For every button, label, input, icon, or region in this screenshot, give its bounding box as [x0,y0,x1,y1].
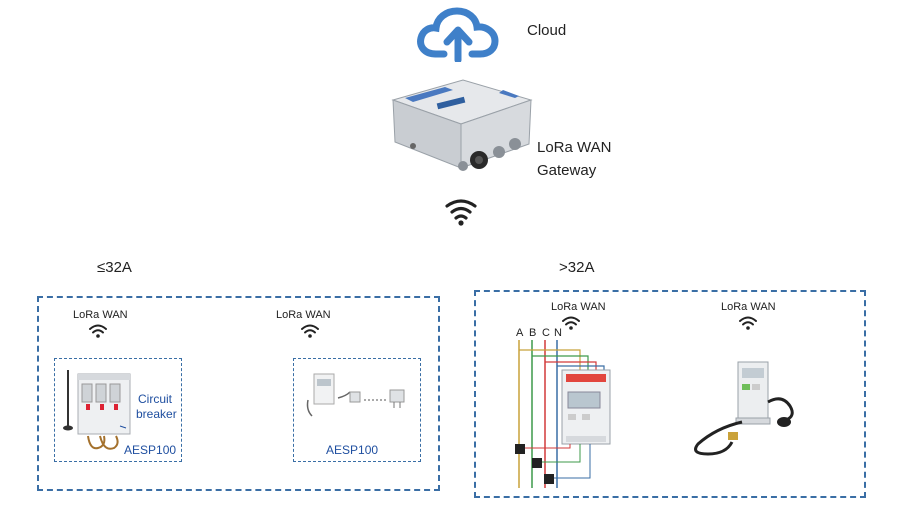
phase-label-a: A [516,327,524,339]
gateway-label-line2: Gateway [537,162,597,179]
right-device-model: AESP100 [326,443,379,457]
phase-label-b: B [529,327,537,339]
left-group-title: ≤32A [97,259,132,276]
wifi-icon [561,315,581,331]
din-device-lora-label: LoRa WAN [721,301,776,313]
circuit-breaker-text-1: Circuit [138,392,173,406]
circuit-breaker-text-2: breaker [136,407,177,421]
gateway-device-image [383,72,535,180]
left-device-box [54,358,182,462]
wifi-icon [738,315,758,331]
cloud-icon [416,6,500,62]
wifi-icon [300,323,320,339]
circuit-breaker-image [60,364,140,456]
three-phase-meter-image [510,340,630,490]
phase-label-c: C [542,327,550,339]
cloud-label: Cloud [527,22,567,39]
right-device-lora-label: LoRa WAN [276,309,331,321]
right-device-box [293,358,421,462]
right-group-title: >32A [559,259,595,276]
din-rail-device-image [686,358,810,468]
left-device-model: AESP100 [124,443,177,457]
left-group-box [37,296,440,491]
gateway-label-line1: LoRa WAN [537,139,612,156]
left-device-lora-label: LoRa WAN [73,309,128,321]
aesp100-meter-image [302,370,414,430]
right-group-box [474,290,866,498]
meter-lora-label: LoRa WAN [551,301,606,313]
wireless-signal-icon [443,196,479,228]
phase-label-n: N [554,327,562,339]
wifi-icon [88,323,108,339]
